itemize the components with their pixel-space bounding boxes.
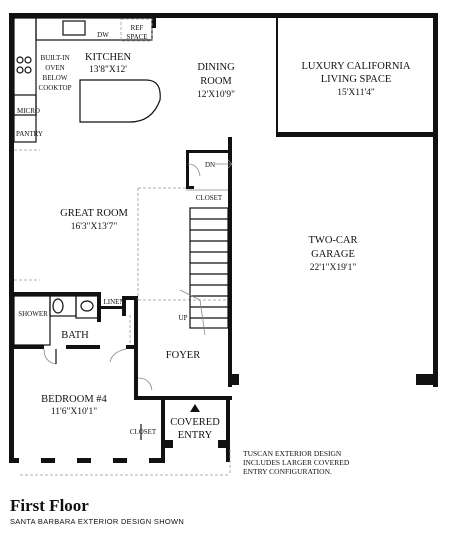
- design-note-1: TUSCAN EXTERIOR DESIGN: [243, 449, 342, 458]
- design-note-2: INCLUDES LARGER COVERED: [243, 458, 350, 467]
- entry-arrow-icon: [190, 404, 200, 412]
- closet-label: CLOSET: [196, 194, 223, 202]
- staircase: [189, 207, 229, 329]
- pantry-label: PANTRY: [16, 130, 43, 138]
- dining-name-2: ROOM: [200, 76, 232, 87]
- below-label: BELOW: [43, 74, 68, 82]
- great-room-dims: 16'3"X13'7": [71, 222, 118, 232]
- floor-title: First Floor: [10, 496, 89, 515]
- bath-fixtures: [13, 295, 99, 346]
- exterior-walls: [9, 13, 438, 463]
- shower-label: SHOWER: [18, 310, 48, 318]
- garage-name-1: TWO-CAR: [309, 235, 358, 246]
- floor-subtitle: SANTA BARBARA EXTERIOR DESIGN SHOWN: [10, 517, 185, 526]
- micro-label: MICRO: [17, 107, 40, 115]
- ref-label: REF: [131, 24, 144, 32]
- bath-name: BATH: [61, 330, 89, 341]
- cooktop-label: COOKTOP: [39, 84, 72, 92]
- dining-name-1: DINING: [197, 62, 235, 73]
- space-label: SPACE: [126, 33, 147, 41]
- garage-dims: 22'1"X19'1": [310, 263, 357, 273]
- dw-label: DW: [97, 31, 109, 39]
- oven-label: OVEN: [45, 64, 64, 72]
- kitchen-name: KITCHEN: [85, 52, 131, 63]
- luxury-dims: 15'X11'4": [337, 88, 375, 98]
- linen-label: LINEN: [104, 298, 125, 306]
- bedroom-dims: 11'6"X10'1": [51, 407, 97, 417]
- built-in-label: BUILT-IN: [40, 54, 69, 62]
- down-arrow-icon: [215, 159, 233, 169]
- interior-walls: [9, 18, 232, 462]
- luxury-name-1: LUXURY CALIFORNIA: [302, 61, 411, 72]
- luxury-name-2: LIVING SPACE: [321, 74, 392, 85]
- dn-label: DN: [205, 161, 215, 169]
- garage-name-2: GARAGE: [311, 249, 355, 260]
- dining-dims: 12'X10'9": [197, 90, 235, 100]
- bedroom-name: BEDROOM #4: [41, 394, 107, 405]
- doors: [43, 163, 201, 440]
- bedroom-closet-label: CLOSET: [130, 428, 157, 436]
- up-arrow-icon: [179, 289, 206, 336]
- dashed-lines: [14, 149, 231, 476]
- great-room-name: GREAT ROOM: [60, 208, 128, 219]
- design-note-3: ENTRY CONFIGURATION.: [243, 467, 332, 476]
- kitchen-dims: 13'8"X12': [89, 65, 127, 75]
- kitchen-fixtures: [13, 17, 161, 143]
- covered-entry-name-2: ENTRY: [178, 430, 213, 441]
- foyer-name: FOYER: [166, 350, 200, 361]
- covered-entry-name-1: COVERED: [170, 417, 220, 428]
- up-label: UP: [179, 314, 188, 322]
